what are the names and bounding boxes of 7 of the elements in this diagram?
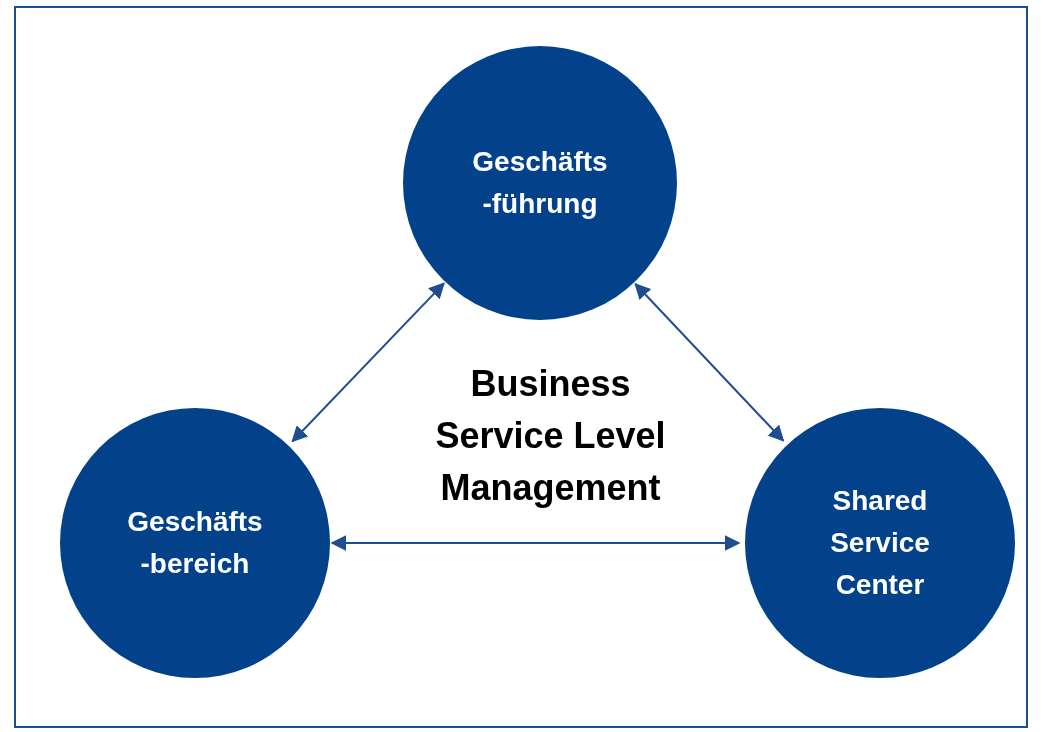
node-label: Geschäfts -führung (471, 145, 609, 221)
double-arrow (634, 282, 785, 442)
double-arrow (291, 282, 445, 443)
center-title: Business Service Level Management (434, 362, 667, 511)
node-label: Shared Service Center (829, 484, 931, 602)
node-label: Geschäfts -bereich (126, 505, 264, 581)
double-arrow (330, 535, 741, 551)
